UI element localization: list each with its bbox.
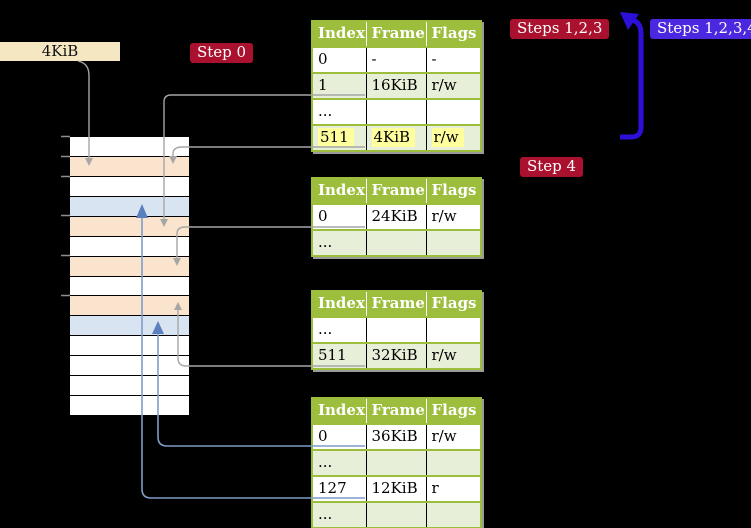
cell-frame: -: [366, 47, 427, 73]
cell-frame: [366, 450, 427, 476]
cell-flags: [426, 230, 481, 256]
col-header-flags: Flags: [426, 398, 481, 424]
col-header-frame: Frame: [366, 178, 427, 204]
page-size-label: 4KiB: [0, 42, 120, 61]
cell-flags: [426, 317, 481, 343]
badge-steps-1-2-3-4: Steps 1,2,3,4: [650, 19, 751, 39]
page-table-level-1: Index Frame Flags 0 - - 1 16KiB r/w ... …: [311, 20, 482, 152]
table-header-row: Index Frame Flags: [312, 398, 481, 424]
table-row: ...: [312, 230, 481, 256]
cell-flags: -: [426, 47, 481, 73]
address-tick-marks: [61, 135, 70, 297]
cell-frame: [366, 317, 427, 343]
cell-frame: 16KiB: [366, 73, 427, 99]
memory-row-white: [70, 356, 189, 376]
col-header-frame: Frame: [366, 21, 427, 47]
cell-flags: r/w: [426, 204, 481, 230]
col-header-flags: Flags: [426, 291, 481, 317]
col-header-frame: Frame: [366, 291, 427, 317]
memory-row-white: [70, 376, 189, 396]
memory-row-peach: [70, 256, 189, 276]
memory-row-peach: [70, 156, 189, 176]
table-row: ...: [312, 502, 481, 528]
highlight: r/w: [431, 128, 464, 147]
col-header-flags: Flags: [426, 21, 481, 47]
memory-row-blue: [70, 196, 189, 216]
cell-index: 127: [312, 476, 367, 502]
memory-row-white: [70, 176, 189, 196]
memory-strip: [70, 137, 189, 415]
cell-flags: [426, 99, 481, 125]
badge-steps-1-2-3: Steps 1,2,3: [510, 19, 610, 39]
memory-row-white: [70, 396, 189, 415]
highlight: 511: [318, 128, 354, 147]
page-table-level-2c: Index Frame Flags 0 36KiB r/w ... 127 12…: [311, 397, 482, 528]
cell-flags: r/w: [426, 125, 481, 151]
cell-index: 511: [312, 125, 367, 151]
col-header-index: Index: [312, 21, 367, 47]
memory-row-white: [70, 236, 189, 256]
cell-frame: [366, 502, 427, 528]
col-header-frame: Frame: [366, 398, 427, 424]
page-table-level-2b: Index Frame Flags ... 511 32KiB r/w: [311, 290, 482, 370]
table-header-row: Index Frame Flags: [312, 291, 481, 317]
badge-step-4: Step 4: [520, 157, 584, 177]
cell-index: 0: [312, 204, 367, 230]
table-header-row: Index Frame Flags: [312, 21, 481, 47]
table-row: 1 16KiB r/w: [312, 73, 481, 99]
memory-row-white: [70, 336, 189, 356]
cell-index: 1: [312, 73, 367, 99]
cell-frame: 32KiB: [366, 343, 427, 369]
cell-index: 511: [312, 343, 367, 369]
table-row: 511 32KiB r/w: [312, 343, 481, 369]
col-header-index: Index: [312, 291, 367, 317]
cell-index: 0: [312, 424, 367, 450]
memory-row-white: [70, 137, 189, 156]
highlight: 4KiB: [371, 128, 416, 147]
cell-flags: r/w: [426, 343, 481, 369]
memory-row-white: [70, 276, 189, 296]
table-header-row: Index Frame Flags: [312, 178, 481, 204]
col-header-index: Index: [312, 398, 367, 424]
cell-flags: r: [426, 476, 481, 502]
cell-frame: [366, 99, 427, 125]
col-header-flags: Flags: [426, 178, 481, 204]
cell-index: ...: [312, 450, 367, 476]
table-row: ...: [312, 317, 481, 343]
badge-step-0: Step 0: [190, 43, 254, 63]
cell-frame: 36KiB: [366, 424, 427, 450]
table-row: 0 36KiB r/w: [312, 424, 481, 450]
col-header-index: Index: [312, 178, 367, 204]
cell-frame: 4KiB: [366, 125, 427, 151]
cell-flags: [426, 450, 481, 476]
cell-index: 0: [312, 47, 367, 73]
cell-flags: r/w: [426, 424, 481, 450]
table-row-highlighted: 511 4KiB r/w: [312, 125, 481, 151]
table-row: 0 24KiB r/w: [312, 204, 481, 230]
cell-frame: 24KiB: [366, 204, 427, 230]
cell-index: ...: [312, 230, 367, 256]
cell-flags: r/w: [426, 73, 481, 99]
table-row: 127 12KiB r: [312, 476, 481, 502]
cell-frame: 12KiB: [366, 476, 427, 502]
page-table-level-2a: Index Frame Flags 0 24KiB r/w ...: [311, 177, 482, 257]
cell-flags: [426, 502, 481, 528]
memory-row-peach: [70, 216, 189, 236]
memory-row-peach: [70, 296, 189, 316]
cell-index: ...: [312, 99, 367, 125]
table-row: ...: [312, 450, 481, 476]
arrow-steps-loop: [620, 17, 644, 140]
cell-index: ...: [312, 502, 367, 528]
cell-frame: [366, 230, 427, 256]
table-row: 0 - -: [312, 47, 481, 73]
memory-row-blue: [70, 316, 189, 336]
cell-index: ...: [312, 317, 367, 343]
arrowhead: [620, 12, 639, 30]
table-row: ...: [312, 99, 481, 125]
